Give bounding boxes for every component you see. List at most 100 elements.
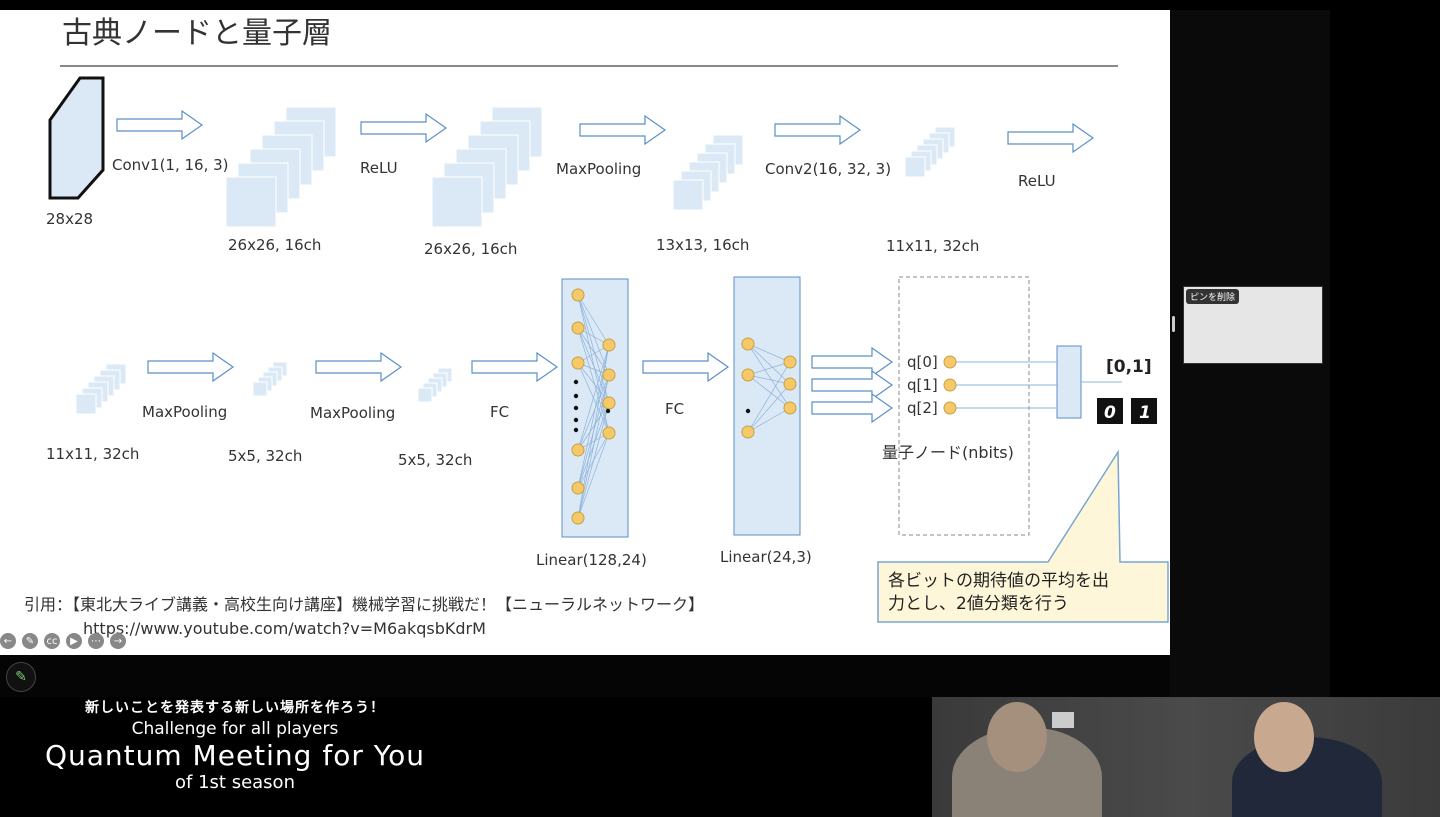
arrow-icon — [116, 109, 204, 141]
prev-slide-icon[interactable]: ← — [0, 633, 16, 649]
ellipsis-dot — [573, 417, 579, 423]
speaker-video — [932, 697, 1440, 817]
connection — [577, 432, 610, 519]
callout-line: 力とし、2値分類を行う — [888, 594, 1069, 614]
ellipsis-dot — [573, 393, 579, 399]
size-label: 11x11, 32ch — [886, 237, 979, 255]
op-label: MaxPooling — [310, 404, 395, 422]
arrow-icon — [579, 114, 667, 146]
ellipsis-dot — [573, 427, 579, 433]
neuron — [783, 401, 797, 415]
connection — [747, 383, 791, 433]
neuron — [602, 426, 616, 440]
connection — [577, 402, 610, 451]
callout-line: 各ビットの期待値の平均を出 — [888, 571, 1109, 591]
connection — [747, 374, 791, 385]
pen-icon[interactable]: ✎ — [22, 633, 38, 649]
tagline-en: Challenge for all players — [131, 719, 339, 739]
connection — [577, 294, 610, 404]
arrow-icon — [471, 351, 559, 383]
qubit-label: q[2] — [907, 399, 938, 417]
size-label: 26x26, 16ch — [228, 236, 321, 254]
size-label: 28x28 — [46, 210, 93, 228]
control-strip — [0, 655, 1330, 697]
arrow-icon — [147, 351, 235, 383]
video-off-icon[interactable]: ▶ — [66, 633, 82, 649]
op-label: FC — [490, 403, 509, 421]
callout-bubble — [877, 449, 1169, 623]
size-label: 11x11, 32ch — [46, 445, 139, 463]
qubit-node — [943, 378, 957, 392]
qubit-node — [943, 401, 957, 415]
pinned-slide-thumbnail[interactable]: ピンを削除 — [1183, 286, 1323, 364]
event-branding: 新しいことを発表する新しい場所を作ろう！ Challenge for all p… — [0, 697, 470, 793]
connection — [577, 294, 610, 434]
qubit-node — [943, 355, 957, 369]
event-title: Quantum Meeting for You — [44, 739, 426, 772]
neuron — [741, 425, 755, 439]
citation: 引用：【東北大ライブ講義・高校生向け講座】機械学習に挑戦だ！【ニューラルネットワ… — [24, 595, 704, 614]
connection — [577, 374, 610, 451]
captions-icon[interactable]: cc — [44, 633, 60, 649]
more-icon[interactable]: ⋯ — [88, 633, 104, 649]
ellipsis-dot — [745, 408, 751, 414]
arrow-icon — [811, 392, 894, 424]
annotate-pen-button[interactable]: ✎ — [6, 662, 36, 692]
neuron — [602, 338, 616, 352]
feature-map — [252, 381, 268, 397]
neuron — [783, 355, 797, 369]
presentation-slide: 古典ノードと量子層 Conv1(1, 16, 3) ReLU MaxPoolin… — [0, 10, 1170, 655]
neuron — [783, 377, 797, 391]
connection — [577, 344, 610, 451]
input-image — [48, 76, 105, 200]
connection — [577, 327, 610, 376]
diagram-shapes — [48, 76, 1122, 538]
linear-label: Linear(128,24) — [536, 551, 647, 569]
feature-map — [431, 176, 483, 228]
connection — [747, 407, 791, 433]
qubit-label: q[0] — [907, 353, 938, 371]
op-label: Conv1(1, 16, 3) — [112, 156, 229, 174]
connection — [577, 402, 610, 519]
connection — [577, 344, 610, 489]
neuron — [571, 356, 585, 370]
ellipsis-dot — [605, 408, 611, 414]
connection — [747, 361, 791, 376]
connection — [577, 327, 610, 404]
ellipsis-dot — [573, 379, 579, 385]
neuron — [571, 288, 585, 302]
qubit-label: q[1] — [907, 376, 938, 394]
output-digit: 0 — [1104, 403, 1116, 423]
linear-label: Linear(24,3) — [720, 548, 812, 566]
connection — [577, 374, 610, 519]
neuron — [571, 511, 585, 525]
quantum-node-box — [898, 276, 1030, 536]
op-label: MaxPooling — [556, 160, 641, 178]
neuron — [602, 368, 616, 382]
feature-map — [417, 387, 433, 403]
op-label: Conv2(16, 32, 3) — [765, 160, 891, 178]
arrow-icon — [1007, 122, 1095, 154]
arrow-icon — [315, 351, 403, 383]
next-slide-icon[interactable]: → — [110, 633, 126, 649]
connection — [747, 343, 791, 363]
unpin-button[interactable]: ピンを削除 — [1186, 289, 1240, 304]
slide-title: 古典ノードと量子層 — [62, 16, 332, 51]
feature-map — [672, 179, 704, 211]
neuron — [602, 396, 616, 410]
quantum-node-label: 量子ノード(nbits) — [882, 443, 1014, 462]
arrow-icon — [360, 112, 448, 144]
arrow-icon — [811, 346, 894, 378]
neuron — [741, 368, 755, 382]
neuron — [571, 481, 585, 495]
output-range: [0,1] — [1106, 357, 1152, 377]
arrow-icon — [811, 369, 894, 401]
feature-map — [225, 176, 277, 228]
feature-map — [75, 393, 97, 415]
panel-resize-handle[interactable] — [1172, 316, 1175, 332]
arrow-icon — [774, 114, 862, 146]
size-label: 5x5, 32ch — [398, 451, 472, 469]
citation-url[interactable]: https://www.youtube.com/watch?v=M6akqsbK… — [83, 619, 486, 638]
neuron — [571, 443, 585, 457]
feature-map — [904, 156, 926, 178]
